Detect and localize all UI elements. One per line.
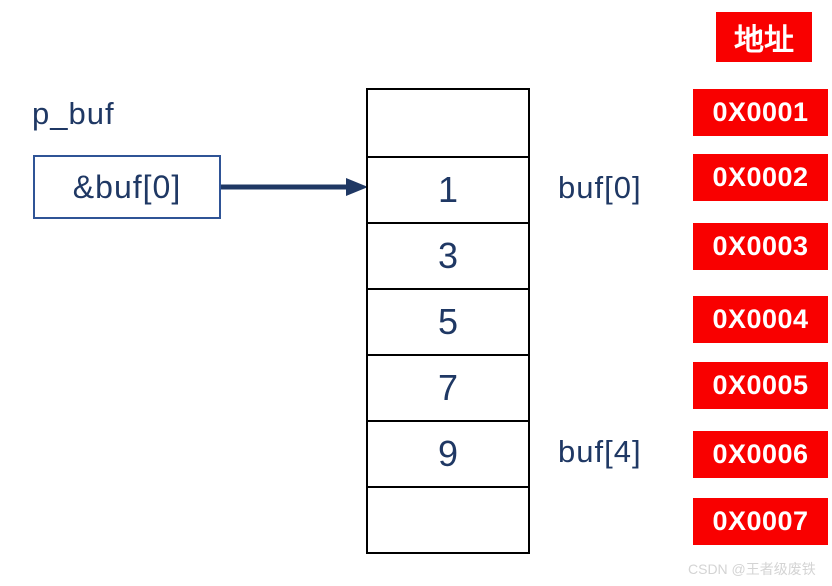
address-badge-6: 0X0006: [693, 431, 828, 478]
memory-cell-1: 1: [368, 156, 528, 222]
pointer-value-text: &buf[0]: [72, 168, 182, 205]
memory-cell-4: 7: [368, 354, 528, 420]
address-column-header: 地址: [716, 12, 812, 62]
address-badge-5: 0X0005: [693, 362, 828, 409]
memory-array: 1 3 5 7 9: [366, 88, 530, 554]
memory-cell-5: 9: [368, 420, 528, 486]
memory-cell-3: 5: [368, 288, 528, 354]
address-badge-2: 0X0002: [693, 154, 828, 201]
memory-cell-2: 3: [368, 222, 528, 288]
address-badge-7: 0X0007: [693, 498, 828, 545]
address-badge-3: 0X0003: [693, 223, 828, 270]
pointer-value-box: &buf[0]: [33, 155, 221, 219]
pointer-variable-label: p_buf: [32, 96, 115, 131]
array-element-label-buf4: buf[4]: [558, 434, 642, 469]
address-badge-1: 0X0001: [693, 89, 828, 136]
memory-cell-0: [368, 90, 528, 156]
memory-cell-6: [368, 486, 528, 552]
csdn-watermark: CSDN @王者级废铁: [688, 561, 816, 577]
address-badge-4: 0X0004: [693, 296, 828, 343]
right-arrow-icon: [221, 178, 368, 196]
array-element-label-buf0: buf[0]: [558, 170, 642, 205]
